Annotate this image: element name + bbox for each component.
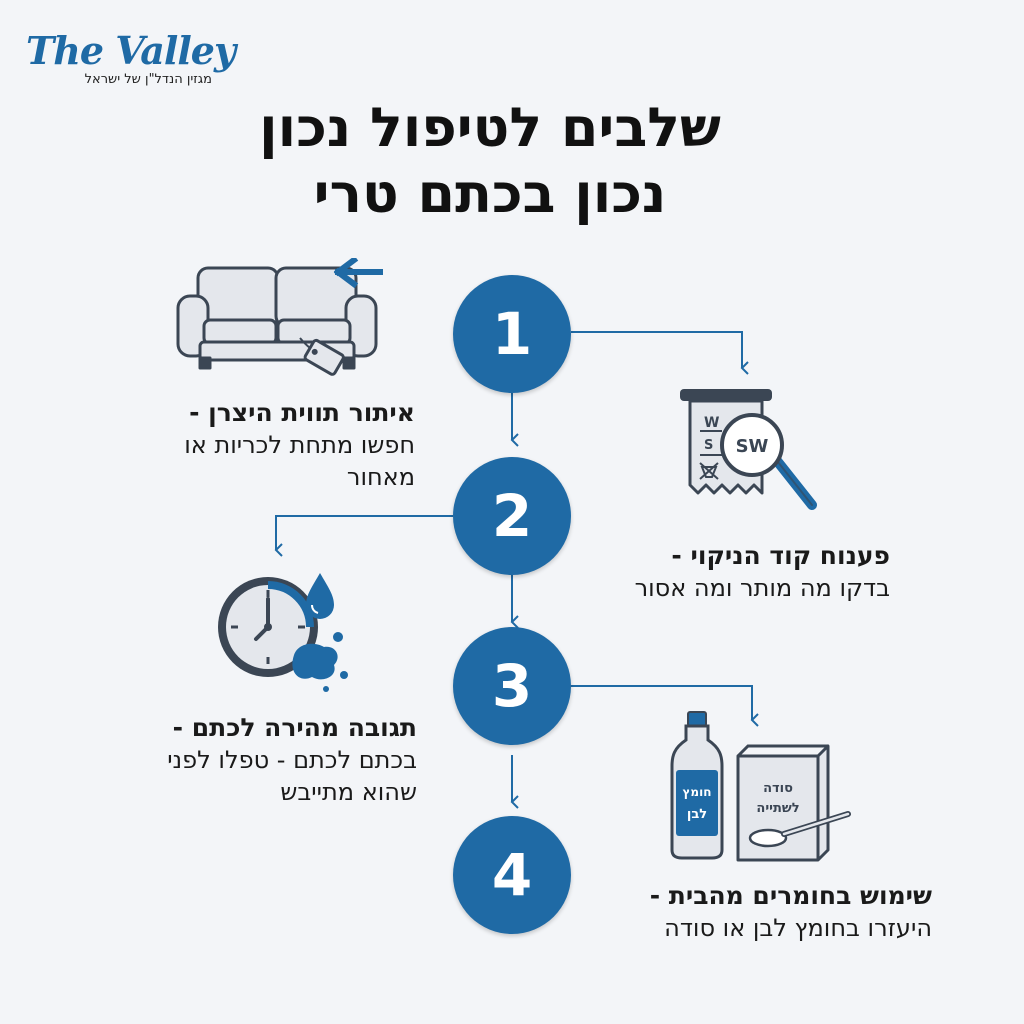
connector-1-icon <box>571 331 749 375</box>
step-1-text: איתור תווית היצרן - חפשו מתחת לכריות או … <box>140 397 415 493</box>
svg-text:W: W <box>704 415 719 431</box>
vinegar-baking-soda-icon: חומץ לבן סודה לשתייה <box>670 711 851 862</box>
soda-label: סודה <box>763 781 793 796</box>
step-2-text: פענוח קוד הניקוי - בדקו מה מותר ומה אסור <box>590 540 890 604</box>
sofa-with-tag-icon <box>176 258 383 376</box>
care-label-magnifier-icon: W S SW <box>680 389 817 510</box>
vinegar-label: חומץ <box>683 785 712 799</box>
clock-water-drop-icon <box>218 573 348 692</box>
connector-3-icon <box>571 685 759 727</box>
brand-logo: The Valley <box>26 28 236 73</box>
connector-2-icon <box>274 515 453 557</box>
step-2-circle: 2 <box>453 457 571 575</box>
step-1-desc: חפשו מתחת לכריות או מאחור <box>184 431 415 491</box>
step-1-title: איתור תווית היצרן - <box>189 398 415 427</box>
step-3-title: תגובה מהירה לכתם - <box>172 713 417 742</box>
step-4-desc: היעזרו בחומץ לבן או סודה <box>664 914 932 942</box>
step-3-text: תגובה מהירה לכתם - בכתם לכתם - טפלו לפני… <box>135 712 417 808</box>
step-3-circle: 3 <box>453 627 571 745</box>
brand-tagline: מגזין הנדל"ן של ישראל <box>84 72 212 87</box>
step-4-circle: 4 <box>453 816 571 934</box>
step-2-desc: בדקו מה מותר ומה אסור <box>634 574 890 602</box>
svg-text:לבן: לבן <box>687 807 707 822</box>
title-line-2: נכון בכתם טרי <box>313 162 667 225</box>
title-line-1: שלבים לטיפול נכון <box>259 96 721 159</box>
step-2-title: פענוח קוד הניקוי - <box>671 541 890 570</box>
step-1-circle: 1 <box>453 275 571 393</box>
step-3-desc: בכתם לכתם - טפלו לפני שהוא מתייבש <box>167 746 417 806</box>
svg-text:S: S <box>704 438 713 453</box>
step-4-text: שימוש בחומרים מהבית - היעזרו בחומץ לבן א… <box>580 880 932 944</box>
svg-text:לשתייה: לשתייה <box>756 801 799 816</box>
page-title: שלבים לטיפול נכון נכון בכתם טרי <box>180 95 800 227</box>
step-4-title: שימוש בחומרים מהבית - <box>649 881 932 910</box>
care-code-label: SW <box>736 436 769 457</box>
